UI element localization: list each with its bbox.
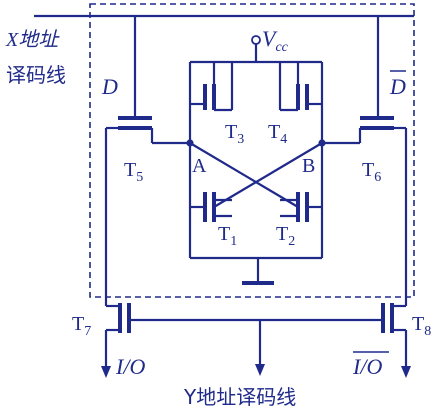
transistor-t7 <box>101 300 131 378</box>
transistor-t3 <box>190 62 234 112</box>
y-decoder-arrow <box>255 364 265 376</box>
label-d: D <box>101 74 118 99</box>
label-d-bar: D <box>389 74 406 99</box>
label-t4: T4 <box>268 121 287 147</box>
label-t8: T8 <box>412 313 431 339</box>
y-decoder-label: Y地址译码线 <box>183 385 296 409</box>
label-t5: T5 <box>124 159 143 185</box>
label-t7: T7 <box>72 313 91 339</box>
cross-wire-b <box>213 142 323 208</box>
vcc-label: Vcc <box>262 26 289 55</box>
transistor-t6 <box>322 116 408 300</box>
label-t3: T3 <box>225 121 244 147</box>
transistor-t5 <box>104 116 190 300</box>
transistor-t2 <box>280 192 322 222</box>
cross-wire-a <box>189 142 299 208</box>
label-node-b: B <box>302 155 315 177</box>
label-io: I/O <box>115 354 145 379</box>
x-decoder-label-2: 译码线 <box>6 63 66 87</box>
transistor-t1 <box>190 192 232 222</box>
label-t1: T1 <box>218 223 237 249</box>
label-t6: T6 <box>362 159 381 185</box>
cell-boundary <box>89 3 415 298</box>
x-decoder-label-1: X地址 <box>5 29 60 51</box>
label-node-a: A <box>192 155 207 177</box>
transistor-t4 <box>278 62 322 112</box>
transistor-t8 <box>381 300 411 378</box>
label-t2: T2 <box>276 223 295 249</box>
label-io-bar: I/O <box>352 354 382 379</box>
vcc-terminal <box>251 35 261 45</box>
